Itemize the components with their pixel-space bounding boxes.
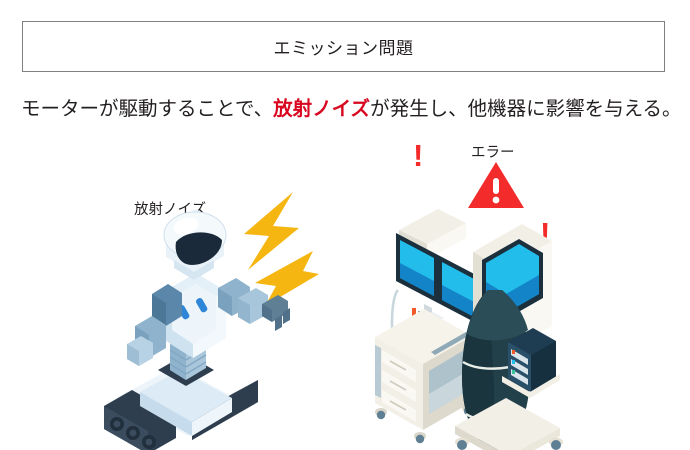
description-before: モーターが駆動することで、 [21,98,274,120]
medical-equipment-icon [375,209,563,450]
lightning-bolt-icon [244,192,299,270]
description-text: モーターが駆動することで、放射ノイズが発生し、他機器に影響を与える。 [21,95,681,123]
lightning-bolt-icon [255,251,319,306]
tracked-robot-icon [104,209,290,450]
warning-triangle-icon [468,162,524,208]
exclamation-mark-icon: ! [540,216,551,251]
page-title: エミッション問題 [273,39,414,58]
illustration-canvas [104,162,563,450]
error-label: エラー [471,145,515,161]
title-box: エミッション問題 [22,21,665,72]
description-highlight: 放射ノイズ [273,98,371,120]
exclamation-mark-icon: ! [413,138,424,173]
description-after: が発生し、他機器に影響を与える。 [370,98,682,120]
